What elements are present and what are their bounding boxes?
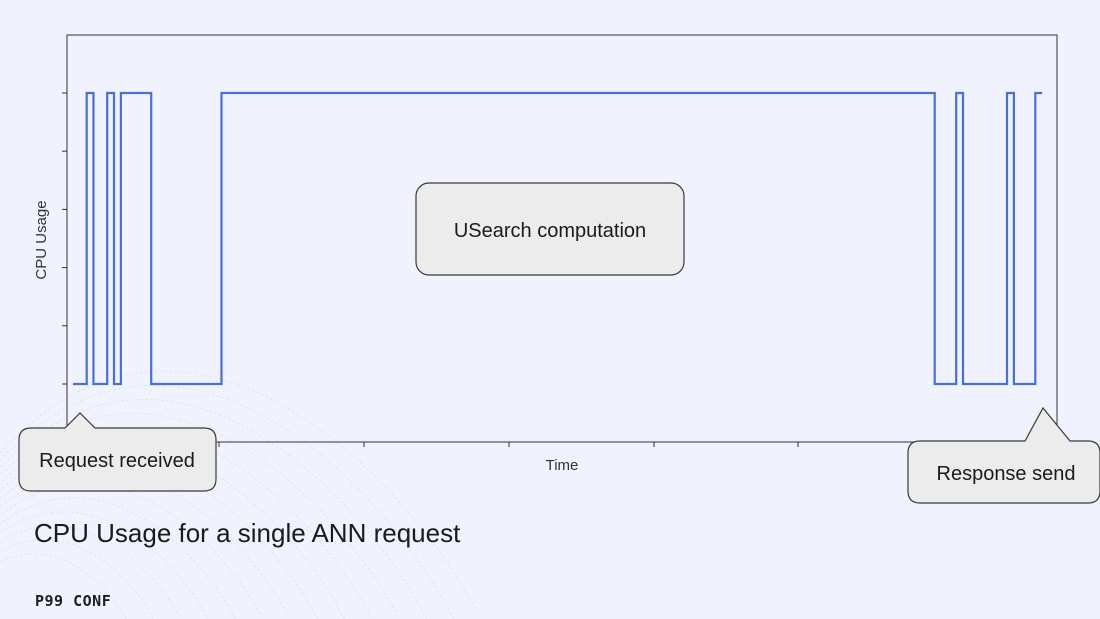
decorative-curve [0,413,400,619]
decorative-curve [0,497,236,619]
chart-series-layer [73,91,1043,386]
decorative-curve [0,539,154,619]
brand-logo: P99 CONF [35,592,112,610]
x-axis-label: Time [546,457,579,474]
decorative-curve [0,370,482,619]
decorative-curve [0,525,181,619]
usearch-callout: USearch computation [415,182,685,276]
plot-frame [66,34,1058,443]
slide-caption: CPU Usage for a single ANN request [34,518,461,548]
decorative-curve [0,385,454,619]
y-axis-label: CPU Usage [33,200,50,279]
request-received-label: Request received [39,450,195,472]
response-send-callout: Response send [907,406,1100,504]
series-line-0 [73,91,1043,386]
request-received-callout: Request received [18,412,217,492]
chart-axes [66,34,1058,443]
response-send-label: Response send [937,463,1076,485]
usearch-callout-label: USearch computation [454,220,646,242]
